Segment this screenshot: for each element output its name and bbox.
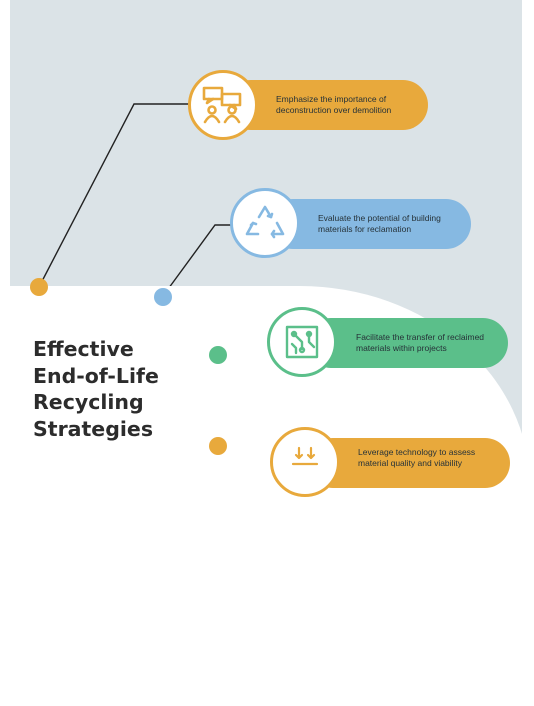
strategy-card-reclamation: Evaluate the potential of building mater… — [268, 199, 471, 249]
circuit-board-icon — [285, 325, 319, 359]
strategy-card-transfer: Facilitate the transfer of reclaimed mat… — [306, 318, 508, 368]
technology-icon — [291, 446, 319, 466]
strategy-icon-circle — [188, 70, 258, 140]
connector-dot-2 — [154, 288, 172, 306]
strategy-text: Evaluate the potential of building mater… — [318, 213, 441, 234]
strategy-icon-circle — [270, 427, 340, 497]
strategy-text: Facilitate the transfer of reclaimed mat… — [356, 332, 485, 353]
connector-dot-1 — [30, 278, 48, 296]
strategy-card-deconstruction: Emphasize the importance of deconstructi… — [226, 80, 428, 130]
recycle-icon — [245, 205, 285, 239]
page-title: Effective End-of-Life Recycling Strategi… — [33, 337, 159, 441]
people-discussion-icon — [202, 86, 242, 124]
strategy-icon-circle — [267, 307, 337, 377]
strategy-icon-circle — [230, 188, 300, 258]
strategy-text: Leverage technology to assess material q… — [358, 447, 476, 468]
connector-dot-4 — [209, 437, 227, 455]
strategy-text: Emphasize the importance of deconstructi… — [276, 94, 392, 115]
connector-dot-3 — [209, 346, 227, 364]
